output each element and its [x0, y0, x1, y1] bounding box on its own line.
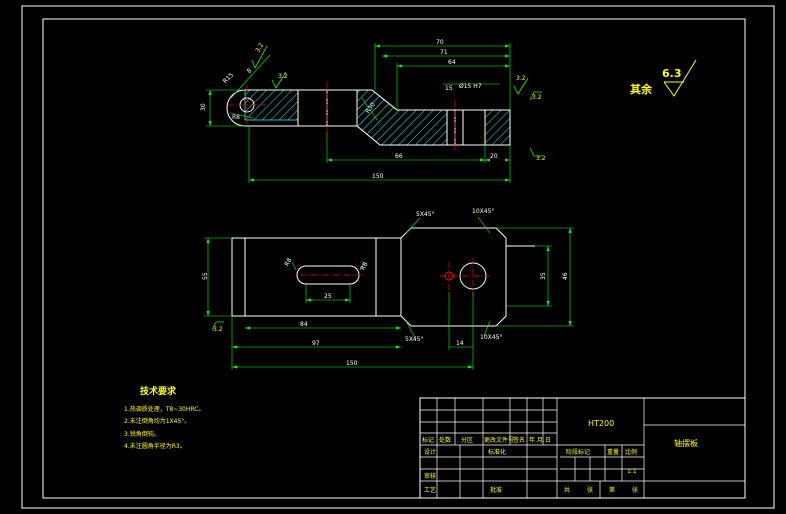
- top-view: 5X45° 10X45° 5X45° 10X45° R8 R8 25 84 97…: [202, 208, 574, 370]
- top-dim-150: 150: [346, 360, 358, 367]
- title-sheet-unit-2: 张: [632, 486, 638, 494]
- front-dim-150: 150: [372, 173, 384, 180]
- roughness-6: 3.2: [213, 326, 223, 333]
- tech-notes-title: 技术要求: [140, 385, 177, 397]
- rev-header-count: 处数: [439, 436, 451, 444]
- roughness-5: 3.2: [536, 155, 546, 162]
- front-dim-r15: R15: [222, 72, 235, 85]
- top-chamfer-a: 5X45°: [416, 211, 435, 218]
- title-part-name: 轴摆板: [674, 438, 698, 448]
- top-outline: [231, 227, 507, 327]
- front-dim-hole: Ø15 H7: [459, 83, 482, 90]
- tech-note-4: 4.未注圆角半径为R3。: [124, 442, 186, 450]
- front-view: 70 71 64 15 Ø15 H7 66 20 150 30 R15 R8 8…: [200, 39, 511, 183]
- roughness-3: 3.2: [516, 75, 526, 82]
- front-dim-r8: R8: [232, 114, 240, 121]
- roughness-4: 3.2: [532, 94, 542, 101]
- top-dim-r8-left: R8: [283, 257, 293, 268]
- title-approve: 批准: [490, 486, 502, 494]
- title-stage-label: 阶段标记: [566, 448, 590, 456]
- title-scale-value: 1:1: [627, 468, 637, 475]
- top-dim-14: 14: [456, 340, 464, 347]
- outer-frame: [21, 5, 775, 509]
- front-outline: [226, 89, 511, 146]
- tech-note-2: 2.未注倒角均为1X45°。: [124, 417, 190, 425]
- roughness-other-label: 其余: [630, 82, 653, 96]
- top-dim-84: 84: [300, 321, 308, 328]
- title-design: 设计: [424, 448, 436, 456]
- rev-header-date: 年.月.日: [529, 436, 551, 444]
- top-dim-r8-right: R8: [359, 261, 369, 272]
- top-dim-35: 35: [540, 272, 547, 280]
- top-dim-97: 97: [312, 340, 320, 347]
- front-dim-15: 15: [445, 85, 453, 92]
- front-dim-66: 66: [395, 153, 403, 160]
- roughness-other-value: 6.3: [662, 67, 682, 80]
- top-dim-46: 46: [562, 272, 569, 280]
- title-sheet-unit-1: 张: [587, 486, 593, 494]
- title-scale-label: 比例: [625, 448, 637, 456]
- front-dim-70: 70: [436, 39, 444, 46]
- roughness-1: 3.2: [278, 73, 288, 80]
- title-sheet-total: 共: [564, 486, 570, 494]
- top-chamfer-d: 10X45°: [480, 334, 502, 341]
- rev-header-zone: 分区: [461, 436, 473, 444]
- roughness-other-symbol: [663, 59, 697, 97]
- rev-header-doc: 更改文件号: [484, 436, 514, 444]
- tech-note-1: 1.热调质处理，T8~30HRC。: [124, 405, 204, 413]
- tech-note-3: 3.锐角倒钝。: [124, 430, 160, 438]
- front-dim-71: 71: [440, 49, 448, 56]
- front-dim-30: 30: [200, 103, 207, 111]
- front-dim-8: 8: [246, 67, 254, 75]
- title-sheet-no: 第: [609, 486, 615, 494]
- front-dim-64: 64: [448, 59, 456, 66]
- title-weight-label: 重量: [607, 448, 619, 456]
- front-dim-20: 20: [490, 153, 498, 160]
- title-block: HT200 轴摆板 标记 处数 分区 更改文件号 签名 年.月.日 设计 标准化…: [419, 397, 746, 499]
- tech-notes: 技术要求 1.热调质处理，T8~30HRC。 2.未注倒角均为1X45°。 3.…: [124, 385, 204, 450]
- rev-header-mark: 标记: [422, 436, 434, 444]
- top-chamfer-b: 10X45°: [472, 208, 494, 215]
- front-section-end: [484, 109, 511, 146]
- roughness-2: 3.2: [254, 42, 265, 54]
- inner-frame: [42, 18, 746, 499]
- title-process: 工艺: [424, 486, 436, 494]
- title-review: 审核: [424, 472, 436, 480]
- roughness-symbols: [211, 45, 542, 331]
- title-standard: 标准化: [488, 448, 506, 456]
- top-chamfer-c: 5X45°: [405, 336, 424, 343]
- title-material: HT200: [588, 419, 614, 428]
- top-dim-25: 25: [324, 293, 332, 300]
- top-dim-55: 55: [202, 272, 209, 280]
- rev-header-sign: 签名: [513, 436, 525, 444]
